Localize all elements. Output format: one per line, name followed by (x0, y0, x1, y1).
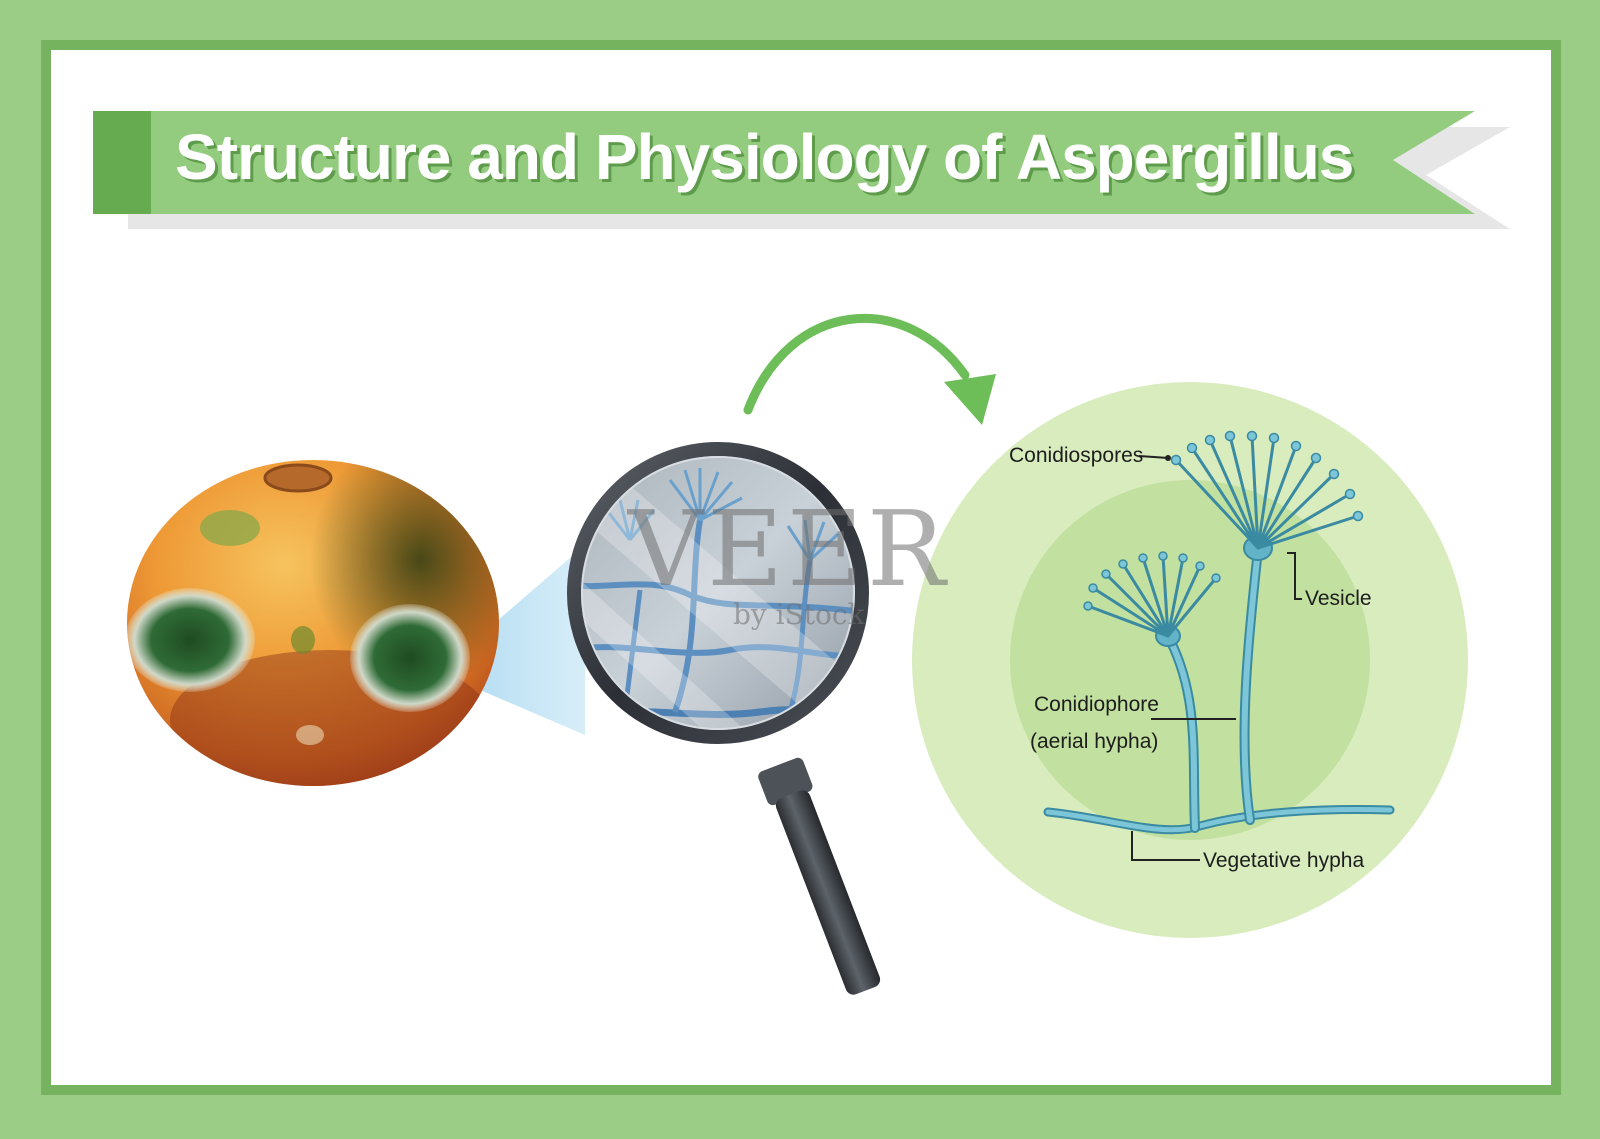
label-vegetative-hypha: Vegetative hypha (1203, 849, 1365, 872)
label-conidiophore-sub: (aerial hypha) (1030, 730, 1159, 753)
watermark-sub: by iStock (733, 598, 865, 631)
page-title: Structure and Physiology of Aspergillus (175, 121, 1354, 193)
watermark-main: VEER (628, 488, 950, 610)
label-conidiophore: Conidiophore (1034, 693, 1159, 716)
magnifying-glass-icon (567, 442, 881, 995)
curved-arrow (743, 314, 996, 425)
aspergillus-structure (1043, 430, 1395, 835)
label-conidiospores: Conidiospores (1009, 444, 1144, 467)
conidiospores-pointer (1165, 455, 1171, 461)
title-banner (93, 111, 1510, 229)
aspergillus-detail-circle (912, 382, 1468, 938)
label-leader-lines (1131, 455, 1302, 861)
label-vesicle: Vesicle (1305, 587, 1372, 610)
